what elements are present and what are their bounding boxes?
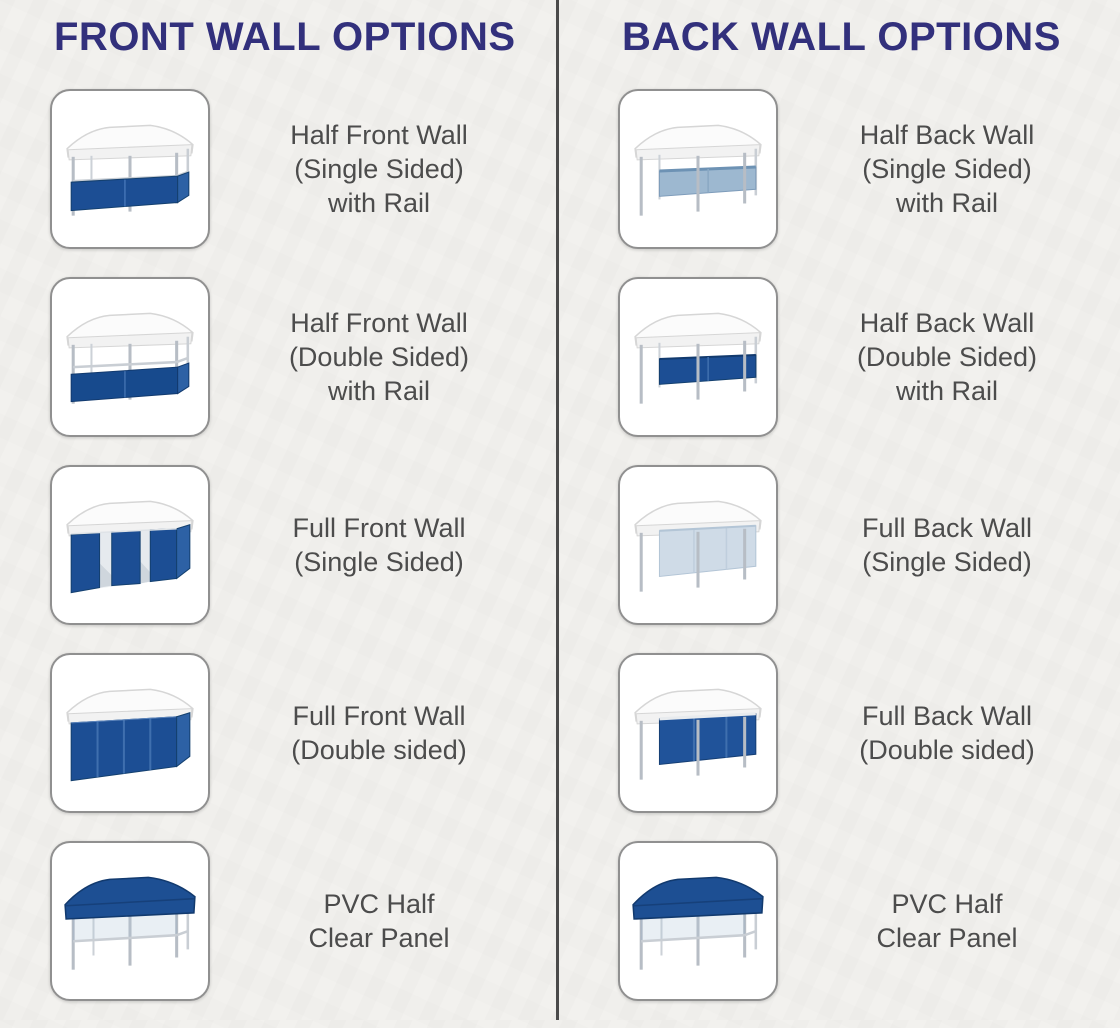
option-label: PVC Half Clear Panel — [876, 888, 1018, 953]
column-divider — [556, 0, 559, 1020]
front-wall-column: FRONT WALL OPTIONS Ha — [30, 0, 542, 1028]
option-label: Half Back Wall (Single Sided) with Rail — [859, 119, 1035, 218]
tent-half-back-wall-double-icon — [634, 312, 762, 404]
tent-full-back-wall-double-icon — [634, 688, 762, 780]
option-label: Full Back Wall (Double sided) — [859, 700, 1035, 765]
option-label: Full Front Wall (Single Sided) — [292, 512, 466, 577]
option-row: Half Back Wall (Single Sided) with Rail — [618, 88, 1110, 249]
option-label: Half Front Wall (Single Sided) with Rail — [290, 119, 468, 218]
option-row: Half Front Wall (Double Sided) with Rail — [50, 276, 542, 437]
option-row: Full Back Wall (Single Sided) — [618, 464, 1110, 625]
tent-pvc-half-clear-panel-icon — [632, 876, 764, 970]
tent-full-front-wall-double-icon — [66, 688, 194, 781]
option-card — [50, 88, 210, 249]
tent-full-front-wall-single-icon — [66, 500, 194, 593]
option-label: Full Back Wall (Single Sided) — [861, 512, 1033, 577]
option-card — [50, 276, 210, 437]
tent-full-back-wall-single-icon — [634, 500, 762, 592]
option-label: Full Front Wall (Double sided) — [291, 700, 467, 765]
option-row: PVC Half Clear Panel — [618, 840, 1110, 1001]
option-card — [618, 276, 778, 437]
option-card — [50, 464, 210, 625]
option-card — [50, 840, 210, 1001]
tent-half-back-wall-single-icon — [634, 124, 762, 216]
option-card — [50, 652, 210, 813]
option-row: Full Front Wall (Single Sided) — [50, 464, 542, 625]
option-row: Half Front Wall (Single Sided) with Rail — [50, 88, 542, 249]
front-wall-header: FRONT WALL OPTIONS — [54, 15, 516, 59]
option-card — [618, 840, 778, 1001]
option-card — [618, 652, 778, 813]
option-label: Half Back Wall (Double Sided) with Rail — [856, 307, 1038, 406]
option-row: PVC Half Clear Panel — [50, 840, 542, 1001]
option-row: Full Back Wall (Double sided) — [618, 652, 1110, 813]
option-card — [618, 88, 778, 249]
option-label: PVC Half Clear Panel — [308, 888, 450, 953]
option-row: Full Front Wall (Double sided) — [50, 652, 542, 813]
front-wall-rows: Half Front Wall (Single Sided) with Rail — [30, 88, 542, 1001]
back-wall-rows: Half Back Wall (Single Sided) with Rail … — [598, 88, 1110, 1001]
option-card — [618, 464, 778, 625]
option-label: Half Front Wall (Double Sided) with Rail — [288, 307, 470, 406]
tent-pvc-half-clear-panel-icon — [64, 876, 196, 970]
back-wall-column: BACK WALL OPTIONS Half Back Wall (Single… — [598, 0, 1110, 1028]
back-wall-header: BACK WALL OPTIONS — [622, 15, 1061, 59]
tent-half-front-wall-single-icon — [66, 124, 194, 216]
tent-half-front-wall-double-icon — [66, 312, 194, 404]
option-row: Half Back Wall (Double Sided) with Rail — [618, 276, 1110, 437]
